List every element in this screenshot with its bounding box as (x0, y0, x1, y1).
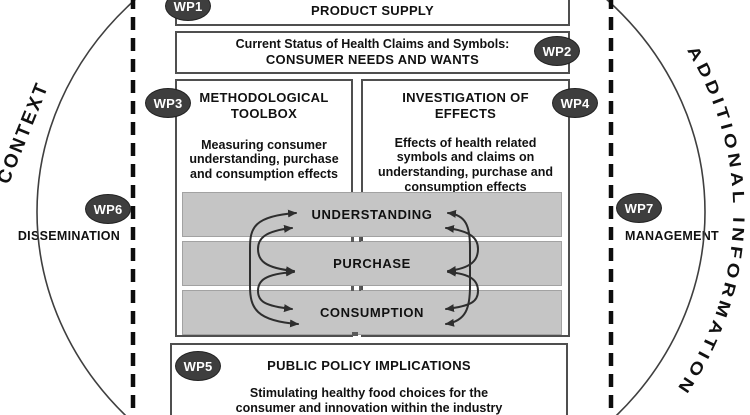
wp1-title: PRODUCT SUPPLY (311, 2, 434, 18)
gap-dot (351, 285, 354, 291)
wp5-title: PUBLIC POLICY IMPLICATIONS (267, 358, 471, 373)
dissemination-label: DISSEMINATION (17, 229, 121, 243)
band-consumption-label: CONSUMPTION (319, 305, 425, 320)
context-label: CONTEXT (0, 78, 54, 187)
wp2-badge: WP2 (534, 36, 580, 66)
wp5-badge: WP5 (175, 351, 221, 381)
wp2-line2: CONSUMER NEEDS AND WANTS (265, 51, 480, 67)
wp1-product-supply-box: PRODUCT SUPPLY (175, 0, 570, 26)
band-understanding-label: UNDERSTANDING (311, 207, 433, 222)
management-label: MANAGEMENT (625, 229, 719, 243)
additional-information-label: ADDITIONAL INFORMATION (672, 43, 747, 399)
gap-dot (358, 285, 361, 291)
wp6-badge: WP6 (85, 194, 131, 224)
wp3-badge: WP3 (145, 88, 191, 118)
band-purchase-label: PURCHASE (333, 256, 411, 271)
wp4-body: Effects of health related symbols and cl… (377, 135, 554, 194)
wp4-badge: WP4 (552, 88, 598, 118)
wp3-body: Measuring consumer understanding, purcha… (189, 137, 339, 182)
gap-dot (358, 236, 361, 242)
gap-dot (351, 236, 354, 242)
wp5-public-policy-box: PUBLIC POLICY IMPLICATIONS Stimulating h… (170, 343, 568, 415)
band-consumption: CONSUMPTION (182, 290, 562, 335)
wp7-badge: WP7 (616, 193, 662, 223)
wp2-line1: Current Status of Health Claims and Symb… (235, 37, 510, 51)
wp5-body: Stimulating healthy food choices for the… (235, 386, 503, 415)
gap-dot (352, 332, 358, 336)
wp2-consumer-needs-box: Current Status of Health Claims and Symb… (175, 31, 570, 74)
band-purchase: PURCHASE (182, 241, 562, 286)
wp3-title: METHODOLOGICAL TOOLBOX (199, 90, 329, 122)
band-understanding: UNDERSTANDING (182, 192, 562, 237)
wp4-title: INVESTIGATION OF EFFECTS (402, 90, 529, 122)
